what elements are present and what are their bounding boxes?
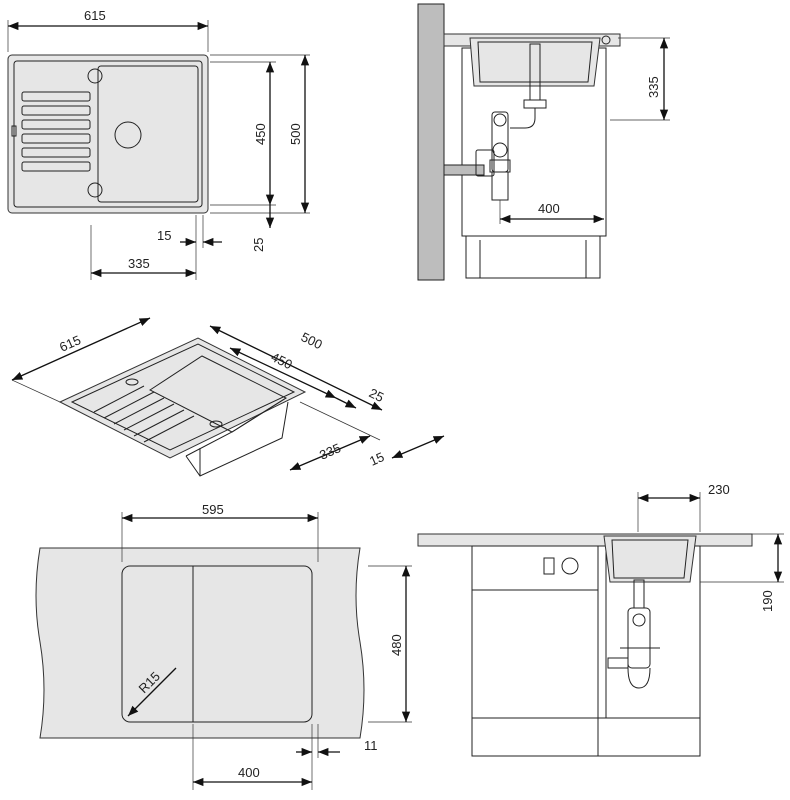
top-bowl xyxy=(97,65,199,203)
top-sink-outline xyxy=(7,54,209,214)
wall xyxy=(417,3,445,281)
iso-rim xyxy=(58,337,307,459)
waste-pipe xyxy=(443,164,485,176)
dim-top-offset: 15 xyxy=(157,228,171,243)
dim-top-width: 615 xyxy=(84,8,106,23)
side-view: 335 400 xyxy=(417,3,670,281)
cabinet-worktop xyxy=(417,533,753,547)
cutout-view: 595 480 R15 400 11 xyxy=(35,502,412,790)
dim-top-inner-height: 450 xyxy=(253,123,268,145)
dim-cutout-gap: 11 xyxy=(364,738,378,753)
worktop-panel xyxy=(35,547,365,739)
dim-side-drain: 400 xyxy=(538,201,560,216)
dim-top-margin: 25 xyxy=(251,238,266,252)
tap-hole-bottom xyxy=(87,182,103,198)
isometric-view: 615 500 450 25 335 15 xyxy=(11,317,445,477)
dim-iso-offset: 15 xyxy=(367,449,386,469)
drainer-grooves xyxy=(21,91,91,172)
dim-cabinet-depth: 190 xyxy=(760,590,775,612)
dim-cutout-width: 595 xyxy=(202,502,224,517)
top-view: 615 450 500 25 15 335 xyxy=(7,8,310,280)
dim-top-bowl-width: 335 xyxy=(128,256,150,271)
cutout-hole xyxy=(121,565,313,723)
cabinet-view: 230 190 xyxy=(417,482,784,757)
cabinet-bowl xyxy=(603,535,697,583)
dim-iso-margin: 25 xyxy=(367,385,387,405)
appliance-dial xyxy=(561,557,579,575)
dim-cutout-height: 480 xyxy=(389,634,404,656)
dim-iso-outer-depth: 500 xyxy=(299,329,325,352)
appliance-panel xyxy=(543,557,555,575)
dim-cabinet-offset: 230 xyxy=(708,482,730,497)
drain-hole xyxy=(114,121,142,149)
side-bowl xyxy=(469,37,601,87)
iso-drainer-grooves xyxy=(93,385,195,443)
dim-cutout-offset: 400 xyxy=(238,765,260,780)
dim-top-outer-height: 500 xyxy=(288,123,303,145)
dim-iso-width: 615 xyxy=(57,332,83,355)
dim-iso-bowl-width: 335 xyxy=(317,440,343,463)
dim-side-height: 335 xyxy=(646,76,661,98)
tap-hole-top xyxy=(87,68,103,84)
cabinet-left xyxy=(471,545,599,757)
cabinet-trap xyxy=(627,607,651,669)
cabinet-plinth xyxy=(465,235,601,279)
